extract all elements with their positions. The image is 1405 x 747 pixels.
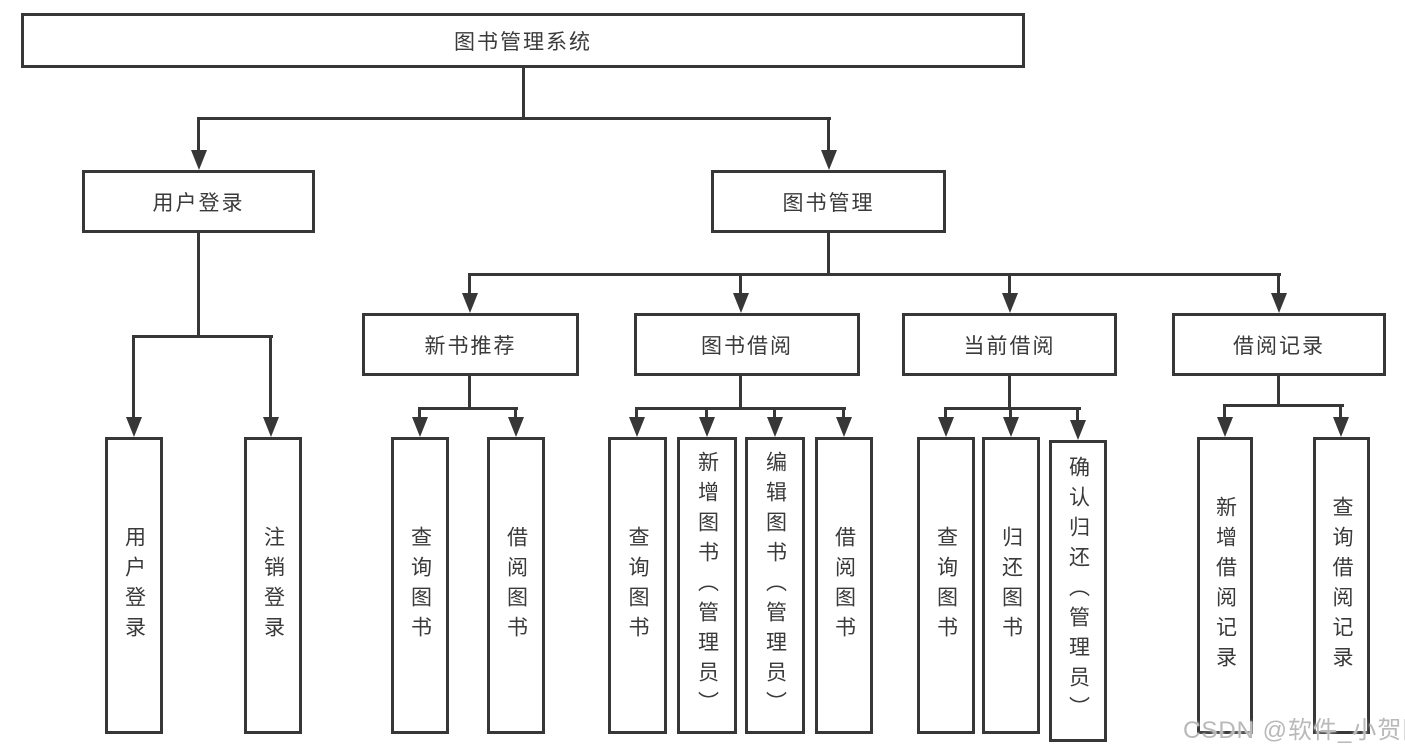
connector-line	[197, 233, 200, 338]
leaf-confirm-return-admin-label: 确认归还（管理员）	[1066, 456, 1090, 726]
node-current-borrow: 当前借阅	[902, 313, 1117, 376]
arrow-down-icon	[1003, 417, 1019, 437]
connector-line	[944, 407, 1081, 410]
arrow-down-icon	[836, 417, 852, 437]
node-book-management-label: 图书管理	[782, 191, 875, 215]
connector-line	[1008, 273, 1011, 297]
leaf-borrow-query-book: 查询图书	[608, 437, 667, 734]
arrow-down-icon	[462, 293, 478, 313]
leaf-recommend-borrow-book-label: 借阅图书	[504, 525, 528, 646]
node-book-borrow: 图书借阅	[634, 313, 860, 376]
leaf-add-book-admin: 新增图书（管理员）	[677, 437, 737, 734]
arrow-down-icon	[699, 417, 715, 437]
arrow-down-icon	[1002, 293, 1018, 313]
connector-line	[522, 68, 525, 120]
arrow-down-icon	[508, 417, 524, 437]
connector-line	[1223, 404, 1226, 421]
connector-line	[1223, 404, 1344, 407]
connector-line	[1076, 407, 1079, 421]
connector-line	[944, 407, 947, 421]
arrow-down-icon	[629, 417, 645, 437]
leaf-current-query-book: 查询图书	[917, 437, 975, 734]
leaf-add-borrow-record: 新增借阅记录	[1197, 437, 1253, 734]
leaf-borrow-book: 借阅图书	[815, 437, 873, 734]
arrow-down-icon	[191, 150, 207, 170]
arrow-down-icon	[412, 417, 428, 437]
node-root-label: 图书管理系统	[454, 30, 592, 54]
arrow-down-icon	[767, 417, 783, 437]
leaf-add-book-admin-label: 新增图书（管理员）	[695, 450, 719, 721]
node-root: 图书管理系统	[21, 13, 1025, 68]
connector-line	[739, 376, 742, 410]
node-new-book-recommend: 新书推荐	[362, 313, 579, 376]
connector-line	[132, 335, 135, 419]
connector-line	[197, 117, 200, 153]
leaf-confirm-return-admin: 确认归还（管理员）	[1049, 440, 1107, 742]
connector-line	[514, 407, 517, 421]
leaf-borrow-query-book-label: 查询图书	[626, 525, 649, 646]
connector-line	[418, 407, 518, 410]
connector-line	[1009, 407, 1012, 421]
connector-line	[468, 273, 471, 297]
node-user-login-label: 用户登录	[152, 191, 245, 215]
connector-line	[1277, 273, 1280, 297]
arrow-down-icon	[938, 417, 954, 437]
connector-line	[827, 117, 830, 153]
node-user-login: 用户登录	[82, 170, 315, 233]
leaf-recommend-query-book-label: 查询图书	[408, 525, 432, 646]
connector-line	[132, 335, 273, 338]
connector-line	[635, 407, 846, 410]
leaf-user-login-label: 用户登录	[122, 525, 146, 646]
connector-line	[1277, 376, 1280, 407]
arrow-down-icon	[126, 417, 142, 437]
leaf-recommend-query-book: 查询图书	[391, 437, 449, 734]
arrow-down-icon	[821, 150, 837, 170]
leaf-return-book-label: 归还图书	[999, 525, 1023, 646]
connector-line	[197, 117, 831, 120]
arrow-down-icon	[1271, 293, 1287, 313]
leaf-recommend-borrow-book: 借阅图书	[487, 437, 545, 734]
leaf-logout: 注销登录	[244, 437, 302, 734]
leaf-edit-book-admin-label: 编辑图书（管理员）	[763, 450, 787, 721]
leaf-borrow-book-label: 借阅图书	[832, 525, 856, 646]
connector-line	[635, 407, 638, 421]
arrow-down-icon	[1070, 420, 1086, 440]
arrow-down-icon	[1217, 417, 1233, 437]
leaf-edit-book-admin: 编辑图书（管理员）	[745, 437, 805, 734]
leaf-add-borrow-record-label: 新增借阅记录	[1213, 495, 1237, 676]
arrow-down-icon	[1333, 417, 1349, 437]
arrow-down-icon	[263, 417, 279, 437]
leaf-logout-label: 注销登录	[261, 525, 285, 646]
connector-line	[773, 407, 776, 421]
node-borrow-record: 借阅记录	[1172, 313, 1386, 376]
connector-line	[827, 233, 830, 276]
node-book-management: 图书管理	[711, 170, 946, 233]
connector-line	[269, 335, 272, 419]
connector-line	[468, 273, 1281, 276]
leaf-query-borrow-record-label: 查询借阅记录	[1330, 495, 1353, 676]
connector-line	[1339, 404, 1342, 421]
node-new-book-recommend-label: 新书推荐	[424, 334, 517, 358]
arrow-down-icon	[733, 293, 749, 313]
connector-line	[418, 407, 421, 421]
leaf-return-book: 归还图书	[982, 437, 1040, 734]
csdn-watermark: CSDN @软件_小贺同学	[1183, 717, 1405, 744]
connector-line	[842, 407, 845, 421]
connector-line	[468, 376, 471, 410]
node-current-borrow-label: 当前借阅	[963, 334, 1056, 358]
connector-line	[705, 407, 708, 421]
connector-line	[1008, 376, 1011, 410]
connector-line	[739, 273, 742, 297]
leaf-user-login: 用户登录	[105, 437, 163, 734]
leaf-current-query-book-label: 查询图书	[934, 525, 958, 646]
leaf-query-borrow-record: 查询借阅记录	[1313, 437, 1370, 734]
node-borrow-record-label: 借阅记录	[1233, 334, 1325, 358]
node-book-borrow-label: 图书借阅	[701, 334, 793, 358]
